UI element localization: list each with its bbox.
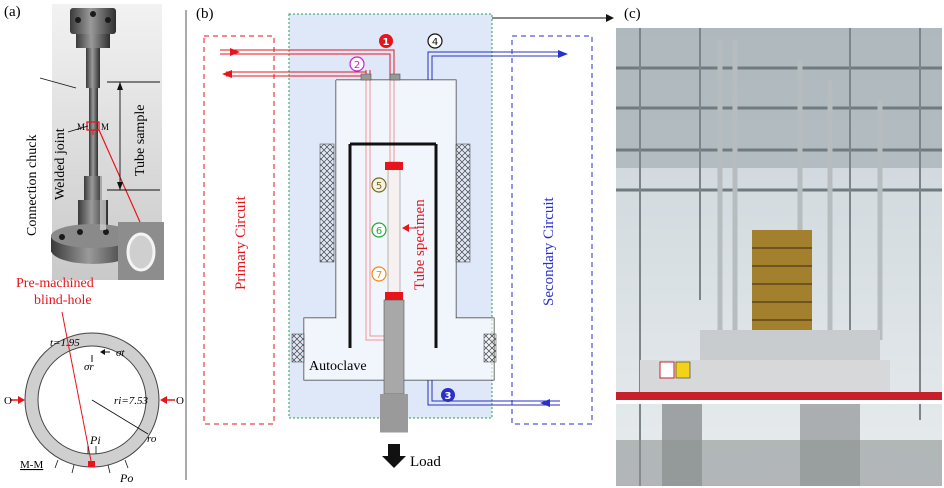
marker-4: 4 [427,33,443,49]
section-marker-left: M [77,122,85,132]
blind-hole-label: blind-hole [34,293,92,308]
svg-text:7: 7 [376,270,382,281]
pre-machined-label: Pre-machined [16,276,94,291]
heater-left [319,143,335,263]
sigma-r-label: σr [84,361,94,373]
o-right-label: O [176,395,184,407]
pi-label: Pi [89,433,101,447]
svg-text:3: 3 [445,391,452,402]
svg-text:1: 1 [383,37,390,48]
pull-rod [383,299,405,395]
svg-text:4: 4 [432,37,438,48]
section-mm-label: M-M [20,459,43,471]
marker-7: 7 [371,266,387,282]
sigma-t-label: σt [116,347,125,359]
marker-3: 3 [441,388,455,402]
sample-photo [51,4,162,280]
svg-text:6: 6 [376,226,382,237]
section-marker-right: M [101,122,109,132]
blind-hole-inset [118,222,164,280]
test-rig-photo [616,28,942,486]
heater-right [455,143,471,263]
tube-sample-label: Tube sample [133,105,148,176]
ri-label: ri=7.53 [114,395,149,407]
marker-5: 5 [371,177,387,193]
connection-chuck-label: Connection chuck [25,135,40,236]
po-label: Po [119,471,133,485]
svg-text:2: 2 [354,60,360,71]
panel-b-label: (b) [196,6,214,22]
primary-circuit-box [203,35,275,425]
marker-6: 6 [371,222,387,238]
t-label: t=1.95 [50,337,80,349]
secondary-circuit-label: Secondary Circuit [541,196,557,306]
marker-2: 2 [349,56,365,72]
secondary-circuit-box [511,35,593,425]
marker-1: 1 [379,34,393,48]
tube-specimen [387,161,401,301]
primary-circuit-label: Primary Circuit [233,195,249,290]
secondary-flow-lines [427,51,560,406]
load-label: Load [410,454,441,470]
o-left-label: O [4,395,12,407]
tube-specimen-label: Tube specimen [412,199,428,290]
svg-text:5: 5 [376,181,382,192]
panel-c-label: (c) [624,6,641,22]
welded-joint-label: Welded joint [53,128,68,200]
ro-label: ro [147,433,157,445]
autoclave-label: Autoclave [309,359,367,374]
load-arrow [382,444,406,468]
panel-a-label: (a) [4,4,21,20]
